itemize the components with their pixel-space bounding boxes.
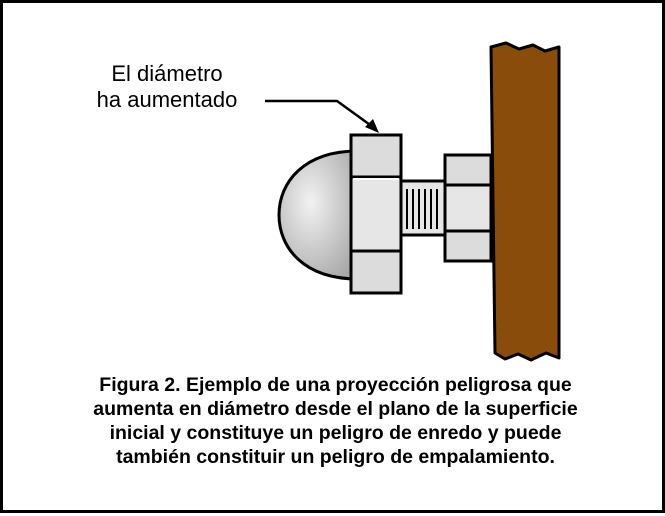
caption-line-1: Figura 2. Ejemplo de una proyección peli… <box>99 374 572 396</box>
callout-line-2: ha aumentado <box>96 87 238 112</box>
projection-illustration <box>265 41 561 362</box>
dome-cap <box>277 149 360 281</box>
callout-arrow <box>265 99 379 133</box>
figure-caption: Figura 2. Ejemplo de una proyección peli… <box>23 373 648 469</box>
caption-line-3: inicial y constituye un peligro de enred… <box>109 422 562 444</box>
callout-label: El diámetro ha aumentado <box>77 61 257 113</box>
caption-line-4: también constituir un peligro de empalam… <box>116 446 555 468</box>
threaded-bolt <box>399 179 447 237</box>
caption-line-2: aumenta en diámetro desde el plano de la… <box>93 398 578 420</box>
callout-line-1: El diámetro <box>111 61 223 86</box>
wall-surface <box>489 41 561 362</box>
inner-nut <box>443 153 493 263</box>
outer-nut <box>349 133 403 295</box>
